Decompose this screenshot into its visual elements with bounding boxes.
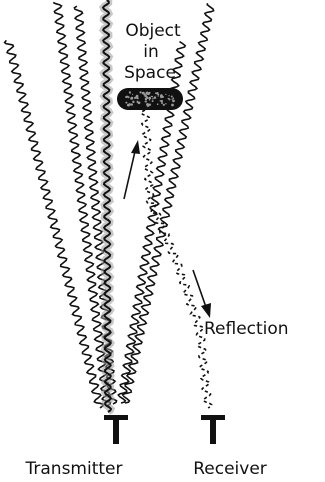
object-label-line-2: in (143, 42, 159, 62)
object-speckle (169, 98, 171, 100)
object-speckle (155, 92, 157, 94)
transmitted-waves (5, 0, 214, 412)
object-speckle (157, 103, 159, 105)
object-speckle (171, 96, 173, 98)
object-speckle (138, 101, 141, 104)
object-speckle (132, 94, 133, 95)
object-speckle (158, 94, 160, 96)
object-speckle (152, 98, 154, 100)
object-speckle (163, 104, 165, 106)
object-speckle (165, 103, 166, 104)
object-speckle (148, 92, 150, 94)
object-speckle (161, 102, 163, 104)
object-speckle (171, 104, 174, 107)
object-speckle (160, 100, 162, 102)
object-speckle (144, 93, 146, 95)
object-speckle (152, 100, 154, 102)
object-speckle (173, 100, 174, 101)
object-speckle (146, 103, 149, 106)
transmitter-antenna (104, 415, 128, 444)
down-arrow (193, 270, 211, 318)
object-speckle (172, 97, 174, 99)
object-speckle (154, 96, 157, 99)
object-speckle (125, 96, 127, 98)
object-speckle (129, 104, 131, 106)
object-label-line-1: Object (125, 21, 181, 41)
receiver-label: Receiver (193, 459, 267, 479)
object-speckle (130, 98, 132, 100)
object-speckle (125, 102, 127, 104)
object-label-line-3: Space (124, 63, 176, 83)
object-speckle (160, 95, 163, 98)
object-speckle (171, 99, 172, 100)
object-speckle (132, 101, 134, 103)
object-speckle (157, 95, 159, 97)
object-speckle (129, 92, 131, 94)
object-speckle (168, 95, 169, 96)
reflection-label: Reflection (204, 319, 289, 339)
object-speckle (146, 92, 149, 95)
object-in-space (117, 88, 183, 110)
object-speckle (139, 91, 141, 93)
object-speckle (165, 94, 166, 95)
object-speckle (127, 96, 129, 98)
up-arrow (124, 140, 140, 199)
receiver-antenna (201, 415, 225, 444)
object-speckle (145, 100, 147, 102)
object-speckle (151, 96, 152, 97)
transmitter-label: Transmitter (25, 459, 123, 479)
object-speckle (131, 103, 133, 105)
object-speckle (148, 97, 151, 100)
object-speckle (145, 98, 147, 100)
object-speckle (136, 95, 139, 98)
